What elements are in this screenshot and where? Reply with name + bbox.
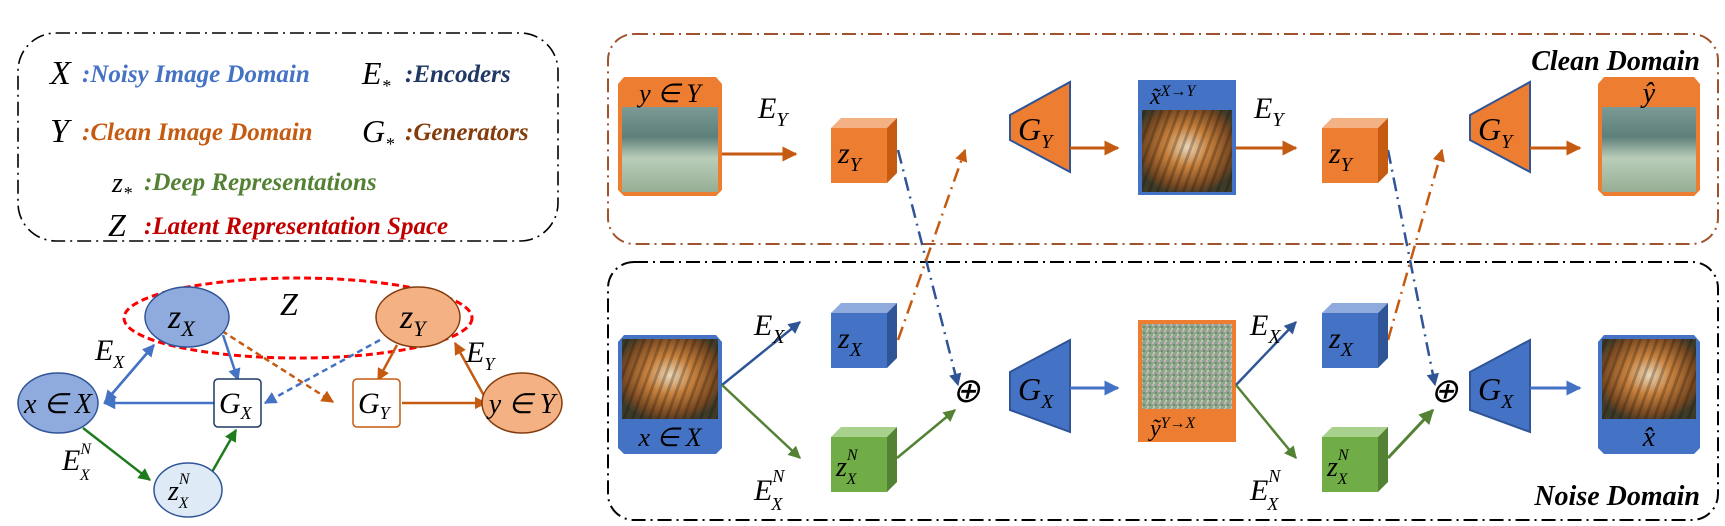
svg-text:zX: zX (837, 322, 863, 361)
legend: X :Noisy Image Domain E* :Encoders Y :Cl… (48, 55, 529, 243)
legend-noisy-domain: :Noisy Image Domain (82, 61, 310, 88)
label-ex-1: EX (753, 309, 785, 348)
edge-zy-to-gx (263, 338, 381, 405)
node-y (481, 372, 563, 434)
svg-text:zY: zY (837, 137, 863, 176)
legend-clean-domain: :Clean Image Domain (82, 119, 313, 146)
arrow-ytilde-to-zx (1235, 321, 1297, 386)
x-input-image-texture (622, 339, 718, 419)
svg-text:zY: zY (1328, 137, 1354, 176)
node-zy-label: zY (399, 299, 428, 341)
svg-text:zNX: zNX (835, 447, 859, 488)
x-input-label: x ∈ X (637, 423, 702, 452)
node-gx (213, 378, 262, 428)
legend-symbol-noisy-domain: X (48, 55, 72, 92)
node-zx (144, 286, 230, 348)
zy-to-oplus-2 (1386, 149, 1439, 387)
clean-domain-box (607, 33, 1719, 245)
legend-deep-representations: :Deep Representations (144, 169, 377, 196)
generator-gy-2 (1469, 80, 1531, 174)
generator-gy-1-label: GY (1018, 111, 1054, 153)
generator-gy-1 (1009, 80, 1071, 174)
edge-zxn-to-gx (210, 428, 238, 473)
node-gy-label: GY (358, 387, 392, 423)
arrow-zxn-to-oplus-2 (1386, 408, 1435, 460)
y-to-x-label: ỹY→X (1148, 415, 1197, 442)
x-to-y-image-texture (1142, 110, 1232, 192)
legend-encoders: :Encoders (405, 61, 511, 88)
y-input-image (622, 107, 718, 192)
cube-zy-2: zY (1322, 118, 1388, 183)
node-x-label: x ∈ X (23, 389, 93, 420)
noise-domain-label: Noise Domain (1533, 481, 1700, 512)
label-ey-1: EY (757, 92, 789, 131)
generator-gx-1-label: GX (1018, 371, 1054, 413)
generator-gx-2 (1469, 338, 1531, 434)
edge-x-to-zxn (82, 427, 151, 481)
legend-box (17, 32, 559, 242)
node-zy (375, 286, 461, 348)
arrow-x-to-zx (721, 321, 801, 386)
x-hat-label: x̂ (1642, 422, 1656, 453)
edge-zx-to-gy (221, 329, 335, 404)
clean-row: y ∈ Y EY zY GY x̃X→Y EY zY GY ŷ (618, 77, 1700, 196)
node-gy (352, 378, 401, 428)
cross-connections (896, 148, 1445, 387)
label-ex-2: EX (1249, 309, 1281, 348)
x-to-y-label: x̃X→Y (1149, 83, 1197, 110)
generator-gx-2-label: GX (1478, 371, 1514, 413)
oplus-1: ⊕ (952, 373, 981, 410)
y-to-x-image (1142, 324, 1232, 409)
cube-zy-1: zY (831, 118, 897, 183)
edge-zx-to-gx (221, 334, 241, 382)
latent-space-label: Z (280, 286, 299, 322)
legend-latent-space: :Latent Representation Space (144, 213, 448, 240)
edge-zx-to-x (104, 344, 155, 403)
x-hat-image-texture (1602, 339, 1696, 419)
generator-gy-2-label: GY (1478, 111, 1514, 153)
y-input-label: y ∈ Y (636, 79, 703, 108)
arrow-x-to-zxn (721, 384, 801, 459)
y-hat-label: ŷ (1640, 78, 1656, 109)
node-zxn (153, 462, 223, 518)
generator-gx-1 (1009, 338, 1071, 434)
label-ey-2: EY (1253, 92, 1285, 131)
arrow-zxn-to-oplus-1 (896, 409, 956, 459)
edge-y-to-zy (453, 341, 490, 404)
noise-domain-box (607, 261, 1719, 521)
zx-to-gy-2 (1386, 148, 1445, 341)
clean-domain-label: Clean Domain (1531, 46, 1700, 77)
svg-text:zNX: zNX (1326, 447, 1350, 488)
legend-symbol-deep-rep: z* (111, 168, 132, 203)
svg-text:zX: zX (1328, 322, 1354, 361)
zy-to-oplus-1 (896, 149, 962, 387)
legend-generators: :Generators (405, 119, 529, 146)
node-zx-label: zX (167, 299, 196, 341)
latent-space-ellipse (122, 276, 474, 360)
edge-label-ey: EY (465, 336, 496, 374)
legend-symbol-clean-domain: Y (50, 113, 72, 150)
zx-to-gy-1 (896, 148, 968, 341)
oplus-2: ⊕ (1430, 373, 1459, 410)
node-gx-label: GX (219, 387, 253, 423)
node-x (17, 372, 99, 434)
legend-symbol-generators: G* (362, 113, 394, 154)
legend-symbol-encoders: E* (361, 55, 391, 96)
edge-zy-to-gy (376, 344, 399, 382)
cube-zx-1: zX (831, 303, 897, 368)
legend-symbol-latent-space: Z (108, 207, 127, 243)
y-hat-image (1602, 107, 1696, 192)
cube-zx-2: zX (1322, 303, 1388, 368)
arrow-ytilde-to-zxn (1235, 384, 1297, 459)
node-y-label: y ∈ Y (486, 389, 559, 420)
edge-label-ex: EX (94, 334, 125, 372)
